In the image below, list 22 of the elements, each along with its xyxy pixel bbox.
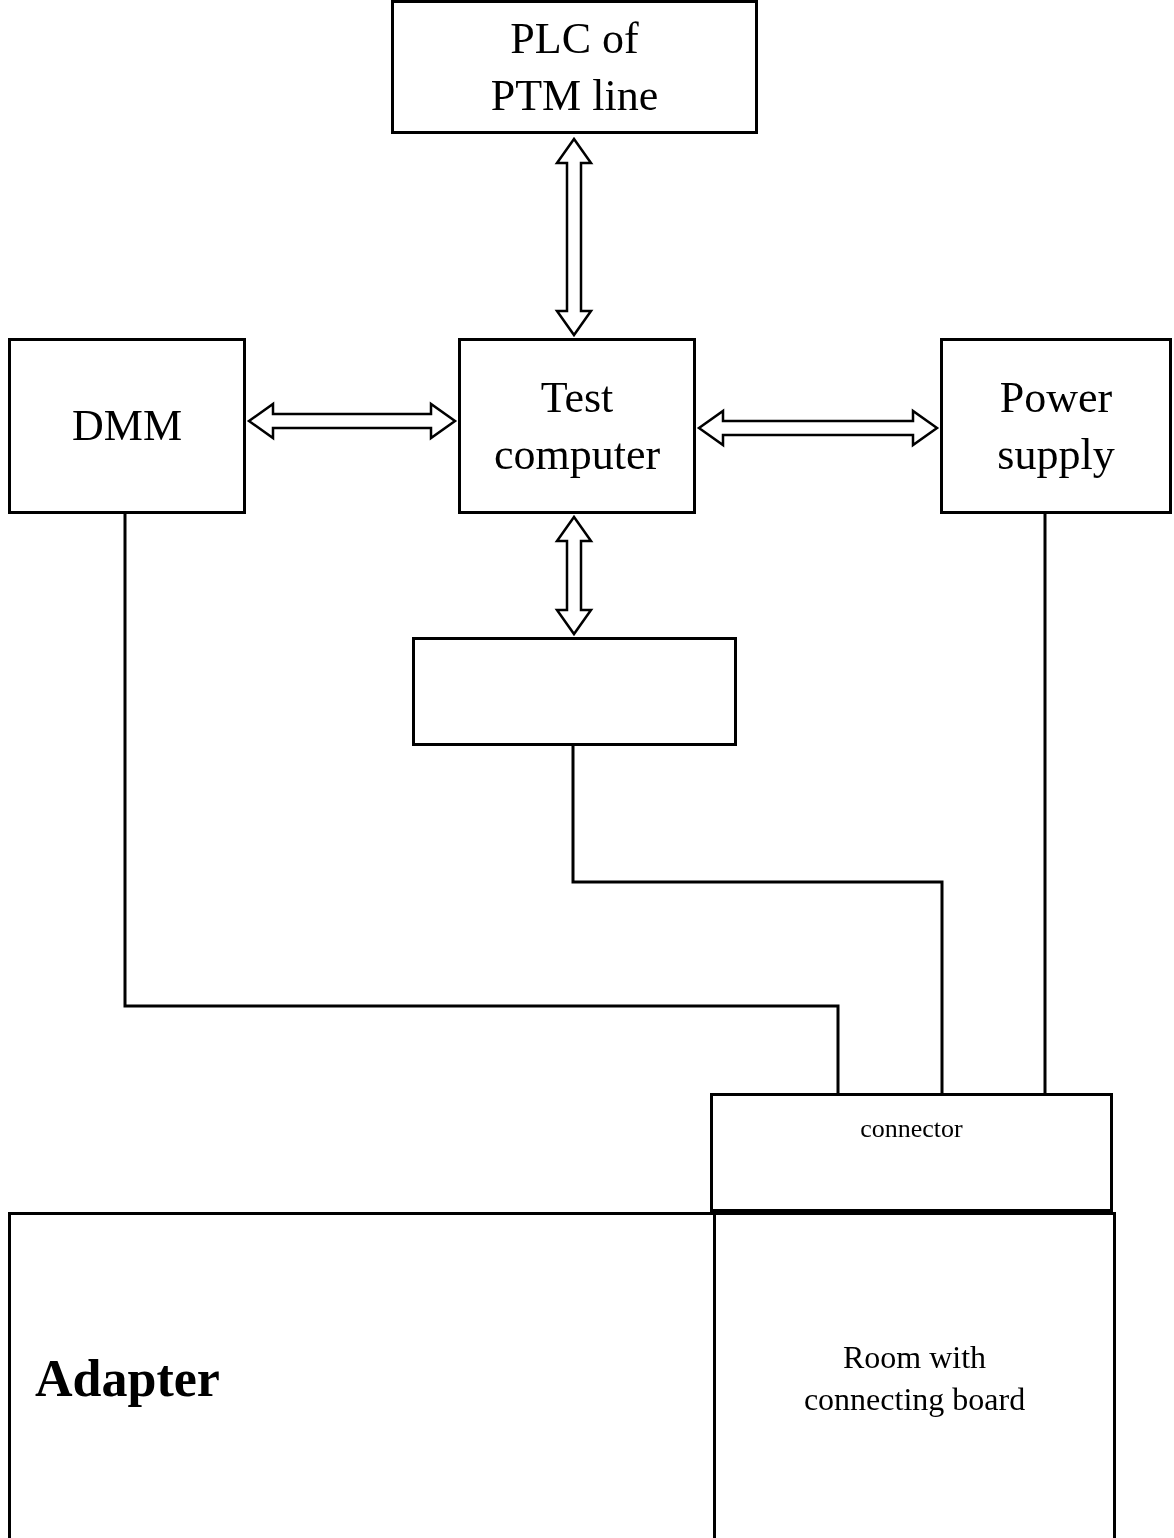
block-box <box>940 338 1172 514</box>
connection-line <box>1043 514 1047 1093</box>
block-label: connector <box>860 1113 963 1145</box>
connection-line <box>571 746 944 1093</box>
block-box <box>8 1212 1113 1538</box>
double-arrow <box>696 408 940 448</box>
block-label: Room with connecting board <box>802 1337 1027 1419</box>
block-box <box>710 1093 1113 1212</box>
block-label: PLC of PTM line <box>489 12 660 122</box>
block-label: Power supply <box>996 371 1116 481</box>
block-box <box>8 338 246 514</box>
double-arrow <box>554 136 594 338</box>
connection-line <box>123 514 840 1093</box>
block-box <box>391 0 758 134</box>
block-label: Test computer <box>492 371 662 481</box>
block-box <box>713 1212 1116 1538</box>
double-arrow <box>554 514 594 637</box>
block-heading: Adapter <box>35 1348 220 1409</box>
double-arrow <box>246 401 458 441</box>
block-label: DMM <box>72 400 182 453</box>
empty-box <box>412 637 737 746</box>
block-box <box>458 338 696 514</box>
